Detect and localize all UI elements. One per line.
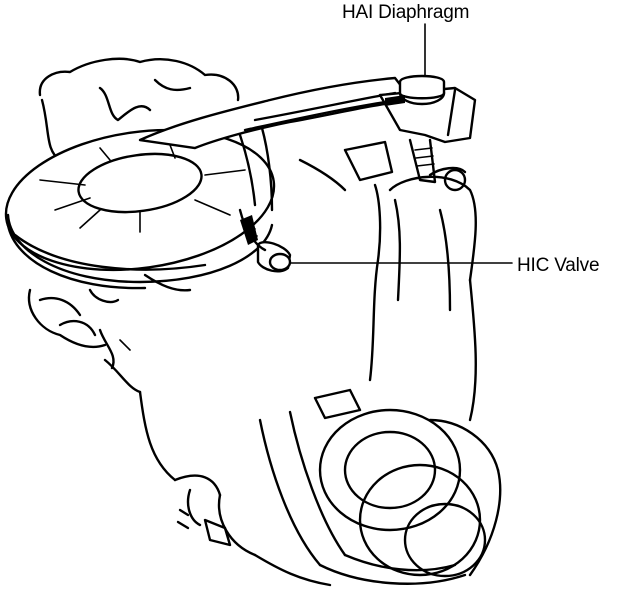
hai-diaphragm: [378, 74, 477, 184]
air-cleaner: [4, 128, 276, 290]
leader-lines: [289, 23, 513, 264]
misc-details: [88, 273, 232, 547]
hic-valve: [238, 208, 292, 273]
belt-pulleys: [258, 388, 502, 585]
hai-diaphragm-label: HAI Diaphragm: [342, 2, 470, 23]
hic-valve-label: HIC Valve: [517, 255, 600, 276]
engine-block: [27, 57, 332, 587]
engine-housing-right: [298, 140, 477, 422]
